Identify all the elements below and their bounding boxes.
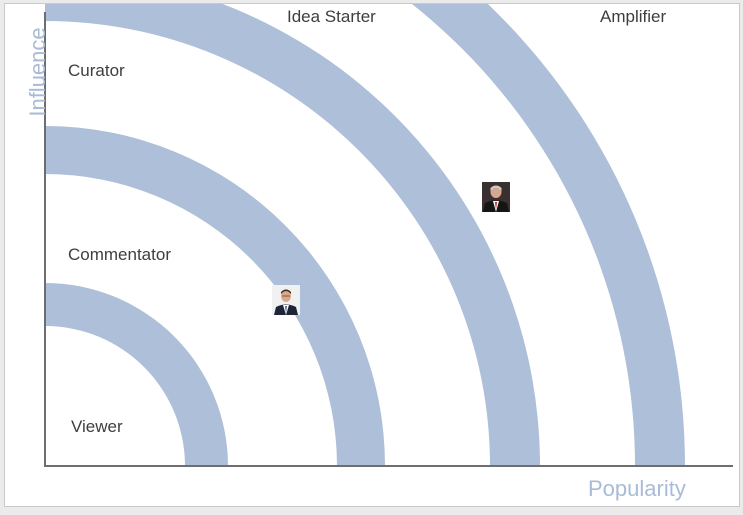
x-axis-title: Popularity: [588, 476, 686, 501]
zone-label-amplifier: Amplifier: [600, 7, 667, 26]
zone-label-curator: Curator: [68, 61, 125, 80]
y-axis-title: Influence: [25, 27, 50, 117]
zone-label-commentator: Commentator: [68, 245, 171, 264]
zone-label-viewer: Viewer: [71, 417, 123, 436]
commentator-ring: [45, 126, 385, 466]
person-photo-icon[interactable]: [482, 182, 510, 212]
person-photo-icon[interactable]: [272, 285, 300, 315]
zone-label-idea-starter: Idea Starter: [287, 7, 376, 26]
viewer-ring: [45, 283, 228, 466]
bottom-strip: [0, 507, 743, 515]
diagram-frame: Influence Popularity Curator Idea Starte…: [4, 3, 740, 507]
rings-diagram: [44, 4, 733, 467]
idea-starter-ring: [411, 4, 685, 466]
curator-ring: [45, 4, 540, 466]
